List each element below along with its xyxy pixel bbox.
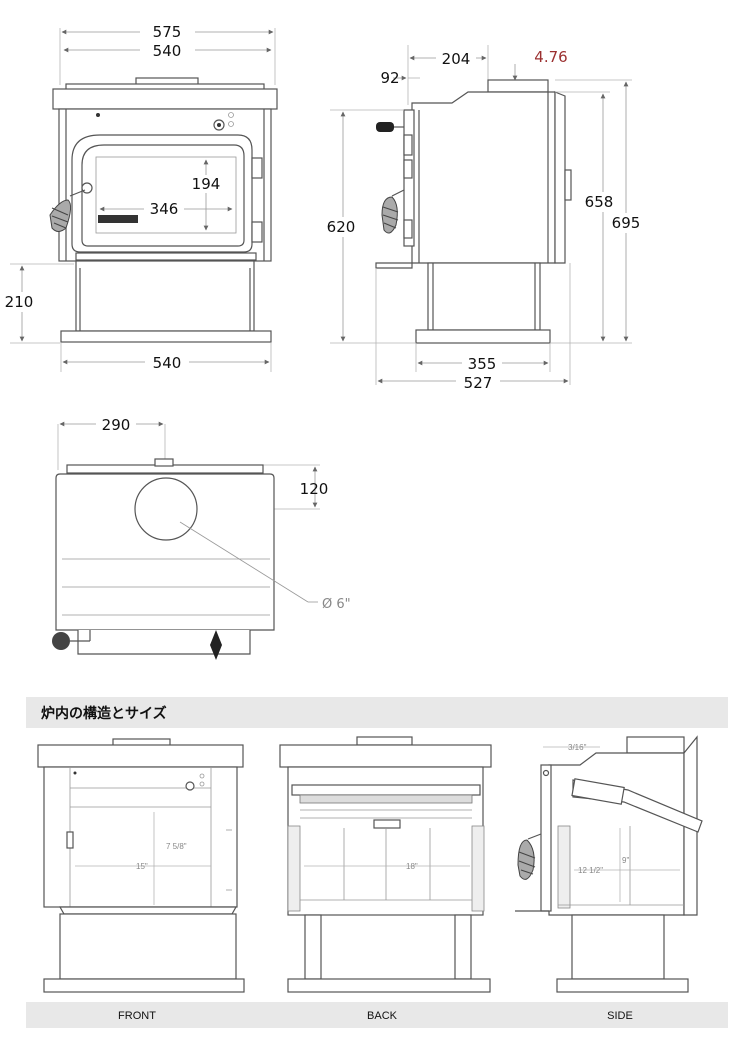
- firebox-back: 18": [279, 736, 492, 993]
- dim-658: 658: [585, 193, 614, 211]
- dim-575: 575: [153, 23, 182, 41]
- dim-540-bottom: 540: [153, 354, 182, 372]
- dim-540-top: 540: [153, 42, 182, 60]
- side-height-label: 9": [622, 856, 629, 865]
- labels-bar: [26, 1002, 728, 1028]
- firebox-section: 炉内の構造とサイズ 7 5/8" 15": [26, 697, 728, 1028]
- firebox-side: 3/16" 12 1/2" 9": [515, 735, 703, 993]
- dim-355: 355: [468, 355, 497, 373]
- side-view: 204 92 4.76: [322, 45, 646, 392]
- dim-204: 204: [442, 50, 471, 68]
- side-depth-label: 12 1/2": [578, 866, 603, 875]
- section-heading: 炉内の構造とサイズ: [41, 705, 167, 722]
- dim-4-76: 4.76: [534, 48, 567, 66]
- firebox-front: 7 5/8" 15": [37, 738, 245, 993]
- dim-120: 120: [300, 480, 329, 498]
- top-view: 290 120 Ø 6": [52, 414, 351, 660]
- label-back: BACK: [367, 1010, 398, 1022]
- front-width-label: 15": [136, 862, 148, 871]
- side-top-label: 3/16": [568, 743, 587, 752]
- dim-346: 346: [150, 200, 179, 218]
- back-width-label: 18": [406, 862, 418, 871]
- dim-695: 695: [612, 214, 641, 232]
- dim-194: 194: [192, 175, 221, 193]
- label-side: SIDE: [607, 1010, 633, 1022]
- dim-92: 92: [380, 69, 399, 87]
- dim-flue-diameter: Ø 6": [322, 597, 351, 612]
- dim-210: 210: [5, 293, 34, 311]
- dim-290: 290: [102, 416, 131, 434]
- front-height-label: 7 5/8": [166, 842, 187, 851]
- dim-527: 527: [464, 374, 493, 392]
- label-front: FRONT: [118, 1010, 156, 1022]
- section-banner: [26, 697, 728, 728]
- dim-620: 620: [327, 218, 356, 236]
- front-view: 575 540 194 346: [0, 22, 278, 372]
